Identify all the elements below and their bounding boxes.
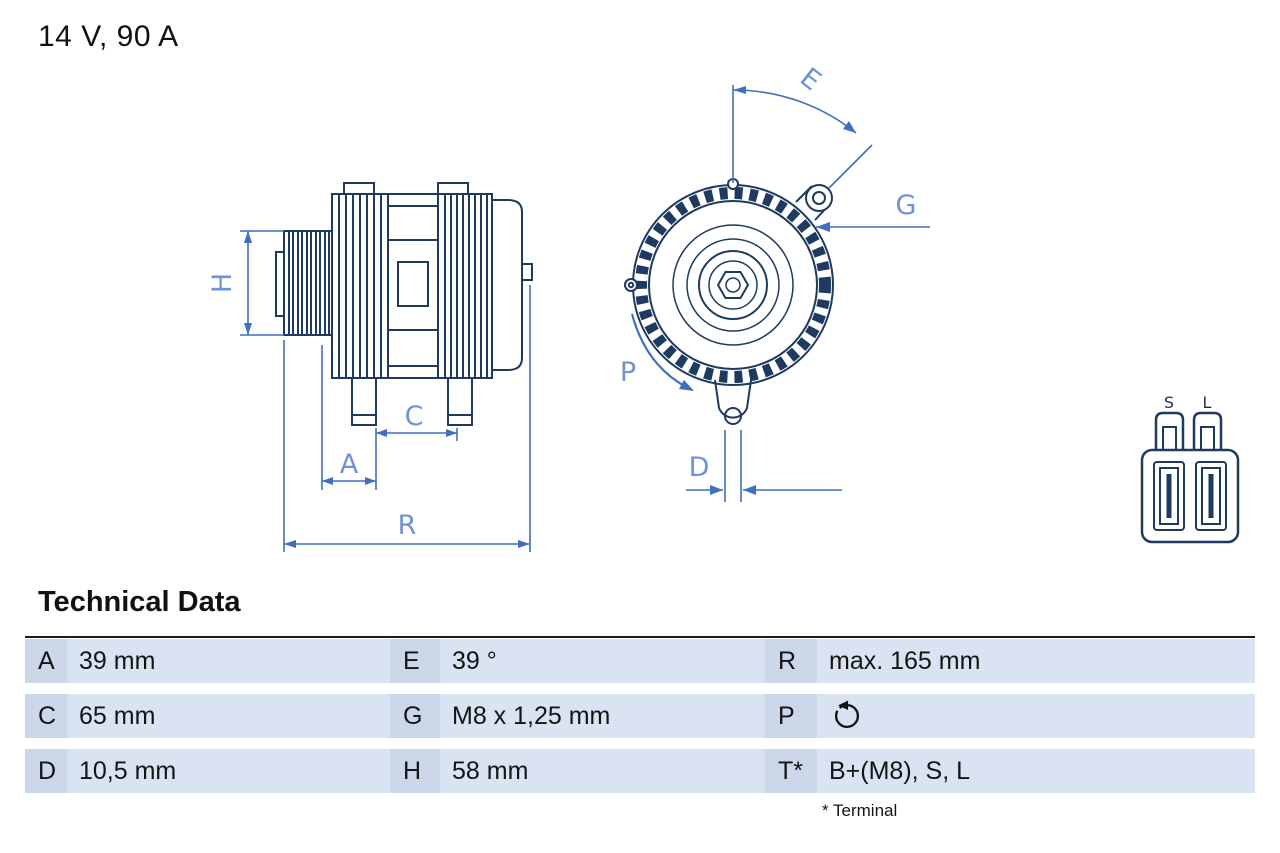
terminal-footnote: * Terminal [822, 801, 898, 820]
table-row: C 65 mm G M8 x 1,25 mm P [25, 694, 1255, 738]
dim-label-r: R [398, 510, 417, 541]
dim-label-h: H [207, 273, 238, 293]
dim-label-d: D [689, 452, 710, 483]
spec-key-cell: E [390, 639, 440, 683]
dimension-lines [240, 85, 930, 552]
dim-label-e: E [794, 62, 827, 97]
technical-data-heading: Technical Data [38, 586, 241, 618]
spec-key-cell: C [25, 694, 67, 738]
spec-key-cell: T* [765, 749, 817, 793]
spec-value-cell: 65 mm [67, 694, 390, 738]
connector-pin-labels: S L [1164, 393, 1212, 412]
spec-key-cell: G [390, 694, 440, 738]
dimension-arrowheads [244, 86, 856, 548]
dim-label-g: G [896, 190, 917, 221]
technical-data-table: A 39 mm E 39 ° R max. 165 mm C 65 mm G M… [25, 636, 1255, 793]
spec-value-cell: M8 x 1,25 mm [440, 694, 765, 738]
technical-drawing: H A C R E G P D S L [207, 62, 1240, 552]
dim-label-a: A [340, 449, 359, 480]
spec-value-cell: 39 mm [67, 639, 390, 683]
rotation-direction-icon [834, 700, 859, 729]
spec-value-cell: 58 mm [440, 749, 765, 793]
spec-value-cell: 10,5 mm [67, 749, 390, 793]
dim-label-p: P [620, 357, 636, 388]
spec-key-cell: H [390, 749, 440, 793]
product-spec-title: 14 V, 90 A [38, 20, 179, 53]
table-row: A 39 mm E 39 ° R max. 165 mm [25, 639, 1255, 683]
spec-key-cell: R [765, 639, 817, 683]
spec-value-cell: max. 165 mm [817, 639, 1255, 683]
spec-key-cell: P [765, 694, 817, 738]
dimension-labels: H A C R E G P D [207, 62, 916, 541]
connector-diagram [1140, 411, 1240, 544]
connector-pin-s-label: S [1164, 393, 1174, 412]
table-row: D 10,5 mm H 58 mm T* B+(M8), S, L [25, 749, 1255, 793]
alternator-side-view [275, 182, 533, 426]
spec-value-cell: B+(M8), S, L [817, 749, 1255, 793]
spec-key-cell: D [25, 749, 67, 793]
connector-pin-l-label: L [1203, 393, 1212, 412]
spec-key-cell: A [25, 639, 67, 683]
rotation-direction-cell [817, 694, 1255, 738]
dim-label-c: C [405, 401, 424, 432]
alternator-front-view [624, 178, 834, 425]
spec-value-cell: 39 ° [440, 639, 765, 683]
